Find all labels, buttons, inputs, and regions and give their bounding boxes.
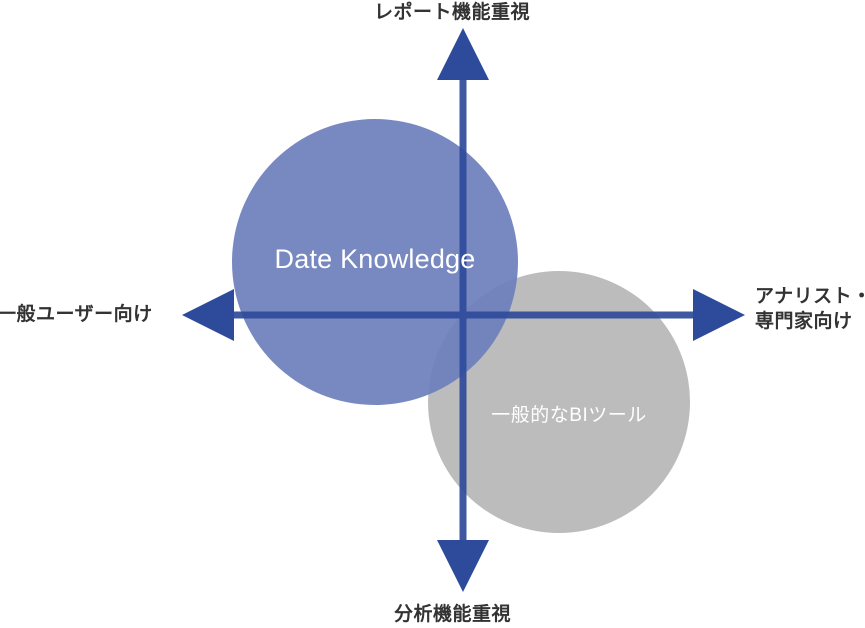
bubble-secondary-label: 一般的なBIツール — [491, 405, 647, 426]
bubble-primary-label: Date Knowledge — [274, 244, 476, 274]
axis-label-right-line2: 専門家向け — [755, 310, 853, 332]
bubble-primary-shape — [232, 119, 518, 405]
axis-label-right: アナリスト・ 専門家向け — [755, 285, 865, 334]
axis-arrow-down-icon — [437, 540, 489, 592]
axis-arrow-right-icon — [693, 289, 745, 341]
axis-label-bottom: 分析機能重視 — [394, 604, 512, 625]
axis-label-right-line1: アナリスト・ — [755, 286, 865, 307]
axis-arrow-up-icon — [437, 28, 489, 80]
axis-group — [202, 48, 725, 572]
axis-label-top: レポート機能重視 — [374, 2, 531, 23]
axis-arrow-left-icon — [182, 289, 234, 341]
axis-label-left: 一般ユーザー向け — [0, 304, 153, 325]
